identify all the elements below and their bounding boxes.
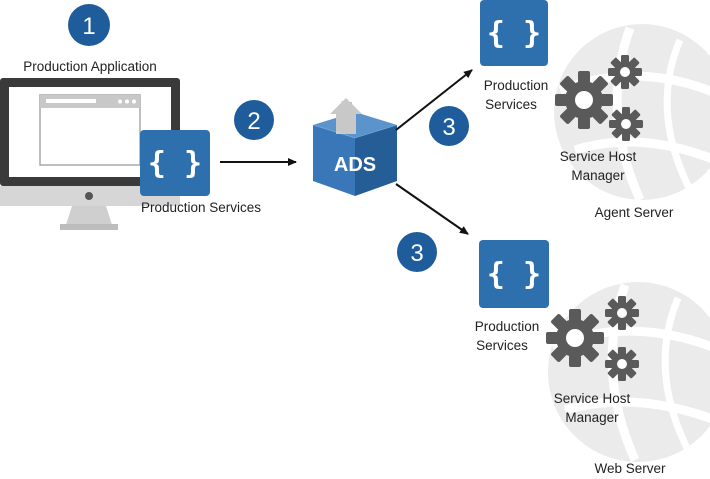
- web-server-label: Web Server: [594, 461, 666, 476]
- web-shm-line1: Service Host: [554, 391, 631, 406]
- step-2-badge: 2: [234, 100, 274, 140]
- arrow-to-web-server: [395, 183, 469, 235]
- ads-cube-icon: ADS: [312, 98, 398, 196]
- step-1-badge: 1: [68, 4, 110, 46]
- step-3-badge-agent: 3: [429, 106, 469, 146]
- step-1-number: 1: [82, 13, 95, 40]
- agent-production-services-line2: Services: [485, 97, 537, 112]
- step-3-number-agent: 3: [442, 114, 455, 141]
- braces-glyph: { }: [148, 146, 202, 181]
- production-services-main-label: Production Services: [141, 200, 261, 215]
- step-3-number-web: 3: [410, 240, 423, 267]
- braces-glyph: { }: [487, 16, 541, 51]
- agent-production-services-icon: { }: [480, 0, 548, 66]
- web-shm-line2: Manager: [565, 410, 619, 425]
- web-production-services-line2: Services: [476, 338, 528, 353]
- step-2-number: 2: [247, 108, 260, 135]
- arrow-to-agent-server: [395, 69, 473, 131]
- ads-label: ADS: [334, 154, 376, 176]
- step-3-badge-web: 3: [397, 232, 437, 272]
- production-application-label: Production Application: [23, 59, 157, 74]
- agent-server-globe-icon: [554, 24, 710, 202]
- agent-server-label: Agent Server: [595, 205, 674, 220]
- agent-shm-line1: Service Host: [560, 149, 637, 164]
- agent-production-services-line1: Production: [484, 78, 549, 93]
- braces-glyph: { }: [487, 257, 541, 292]
- agent-shm-line2: Manager: [571, 168, 625, 183]
- web-production-services-line1: Production: [475, 319, 540, 334]
- production-services-main-icon: { }: [140, 130, 210, 196]
- web-production-services-icon: { }: [479, 240, 549, 308]
